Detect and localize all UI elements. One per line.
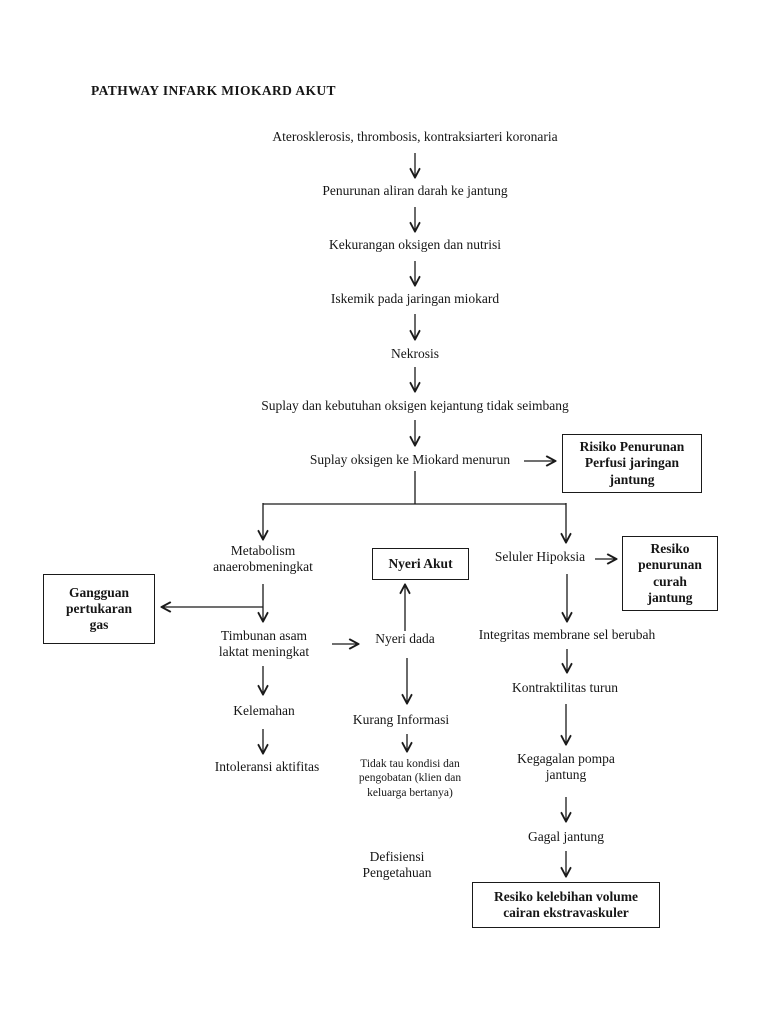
node-nyeri-dada: Nyeri dada bbox=[375, 631, 435, 646]
node-timbunan-asam-laktat: Timbunan asam laktat meningkat bbox=[218, 628, 310, 660]
node-aterosklerosis: Aterosklerosis, thrombosis, kontraksiart… bbox=[272, 129, 558, 144]
node-iskemik-miokard: Iskemik pada jaringan miokard bbox=[330, 291, 500, 306]
node-kekurangan-oksigen: Kekurangan oksigen dan nutrisi bbox=[328, 237, 502, 252]
box-gangguan-pertukaran-gas: Gangguan pertukaran gas bbox=[43, 574, 155, 644]
node-integritas-membrane: Integritas membrane sel berubah bbox=[478, 627, 656, 642]
node-metabolism-anaerob: Metabolism anaerobmeningkat bbox=[213, 543, 313, 575]
box-resiko-penurunan-curah-jantung: Resiko penurunan curah jantung bbox=[622, 536, 718, 611]
box-risiko-penurunan-perfusi: Risiko Penurunan Perfusi jaringan jantun… bbox=[562, 434, 702, 493]
page-title: PATHWAY INFARK MIOKARD AKUT bbox=[91, 83, 336, 98]
node-tidak-tau-kondisi: Tidak tau kondisi dan pengobatan (klien … bbox=[358, 758, 462, 799]
node-kegagalan-pompa-jantung: Kegagalan pompa jantung bbox=[517, 751, 615, 783]
node-kurang-informasi: Kurang Informasi bbox=[352, 712, 450, 727]
node-suplay-kebutuhan-tidak-seimbang: Suplay dan kebutuhan oksigen kejantung t… bbox=[261, 398, 569, 413]
node-defisiensi-pengetahuan: Defisiensi Pengetahuan bbox=[362, 849, 432, 881]
node-suplay-oksigen-menurun: Suplay oksigen ke Miokard menurun bbox=[309, 452, 511, 467]
node-intoleransi-aktifitas: Intoleransi aktifitas bbox=[214, 759, 320, 774]
node-gagal-jantung: Gagal jantung bbox=[527, 829, 605, 844]
node-penurunan-aliran-darah: Penurunan aliran darah ke jantung bbox=[322, 183, 508, 198]
box-nyeri-akut: Nyeri Akut bbox=[372, 548, 469, 580]
node-nekrosis: Nekrosis bbox=[391, 346, 439, 361]
node-kelemahan: Kelemahan bbox=[233, 703, 295, 718]
box-resiko-kelebihan-volume: Resiko kelebihan volume cairan ekstravas… bbox=[472, 882, 660, 928]
node-seluler-hipoksia: Seluler Hipoksia bbox=[494, 549, 586, 564]
node-kontraktilitas-turun: Kontraktilitas turun bbox=[511, 680, 619, 695]
